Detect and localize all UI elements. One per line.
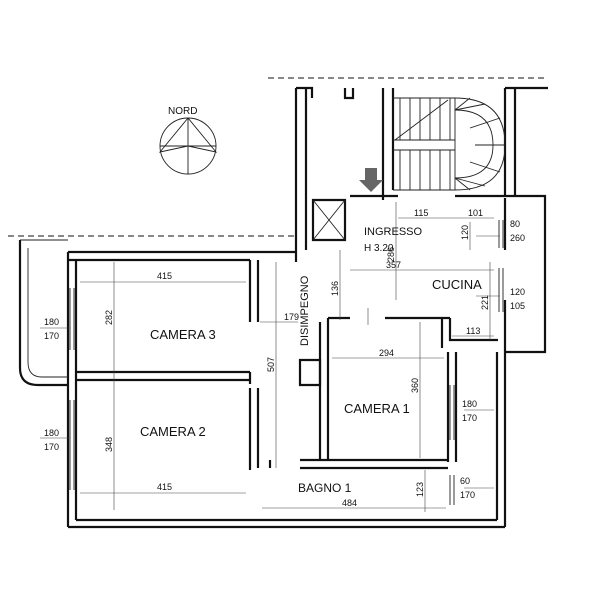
dim-cam2-h: 348 xyxy=(104,437,114,452)
win-cam1-top: 180 xyxy=(462,399,477,409)
room-label-camera1: CAMERA 1 xyxy=(344,401,410,416)
room-label-camera3: CAMERA 3 xyxy=(150,327,216,342)
dim-bagno-w: 484 xyxy=(342,498,357,508)
win-cam3-bottom: 170 xyxy=(44,331,59,341)
dim-cam1-h: 360 xyxy=(410,378,420,393)
room-height-ingresso: H 3.20 xyxy=(364,243,394,254)
dim-cam2-w: 415 xyxy=(157,482,172,492)
north-label: NORD xyxy=(168,106,197,117)
windows xyxy=(69,220,504,505)
room-label-disimpegno: DISIMPEGNO xyxy=(299,275,311,346)
dim-ingresso-w1: 115 xyxy=(414,208,428,218)
win-cam1-bottom: 170 xyxy=(462,413,477,423)
win-ingresso-bottom: 260 xyxy=(510,233,525,243)
win-bagno-top: 60 xyxy=(460,476,470,486)
dim-cam3-h: 282 xyxy=(104,310,114,325)
win-cucina-bottom: 105 xyxy=(510,301,525,311)
entrance-arrow-icon xyxy=(359,168,383,192)
dimension-lines xyxy=(40,202,500,512)
walls xyxy=(18,86,548,529)
room-label-camera2: CAMERA 2 xyxy=(140,424,206,439)
compass-icon xyxy=(158,117,218,175)
win-cam3-top: 180 xyxy=(44,317,59,327)
dim-cam3-w: 415 xyxy=(157,271,172,281)
dim-bagno-h: 123 xyxy=(415,482,425,497)
dim-cucina-bottom: 113 xyxy=(466,326,480,336)
room-label-ingresso: INGRESSO xyxy=(364,226,423,238)
win-cam2-top: 180 xyxy=(44,428,59,438)
dim-disimp-h: 136 xyxy=(330,281,340,296)
dim-disimp-total: 507 xyxy=(266,357,276,372)
dim-ingresso-h: 120 xyxy=(460,225,470,240)
room-label-cucina: CUCINA xyxy=(432,277,482,292)
staircase xyxy=(393,97,506,191)
dim-disimp-w: 179 xyxy=(284,312,299,322)
win-ingresso-top: 80 xyxy=(510,219,520,229)
dim-ingresso-d: 286 xyxy=(386,247,396,262)
win-cam2-bottom: 170 xyxy=(44,442,59,452)
room-label-bagno1: BAGNO 1 xyxy=(298,481,352,495)
dim-cucina-d: 221 xyxy=(480,295,490,310)
win-bagno-bottom: 170 xyxy=(460,490,475,500)
dim-cam1-w: 294 xyxy=(379,348,394,358)
dim-ingresso-w2: 101 xyxy=(468,208,483,218)
win-cucina-top: 120 xyxy=(510,287,525,297)
dim-cucina-w: 357 xyxy=(386,260,401,270)
